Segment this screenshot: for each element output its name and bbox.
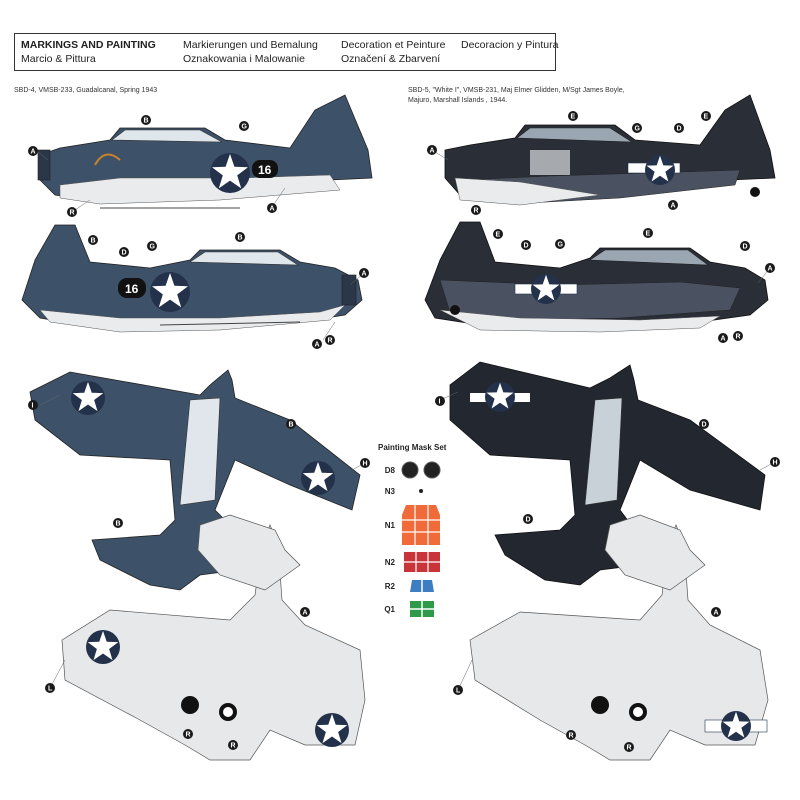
right-plan-lower — [469, 514, 769, 761]
callout-A-10: A — [714, 610, 719, 617]
callouts: A B G R A B D G B A R A I B H B A L R R … — [28, 111, 780, 752]
callout-E: E — [571, 114, 576, 121]
callout-I-2: I — [439, 399, 441, 406]
callout-A-7: A — [671, 203, 676, 210]
callout-D-2: D — [677, 126, 682, 133]
callout-D-6: D — [526, 517, 531, 524]
header-title-fr: Decoration et Peinture — [341, 39, 446, 51]
callout-H: H — [363, 461, 368, 468]
callout-R-2: R — [328, 338, 333, 345]
mask-set-title: Painting Mask Set — [378, 443, 447, 452]
header-title-pl: Oznakowania i Malowanie — [183, 53, 305, 65]
right-side-profile-port — [444, 94, 776, 206]
callout-A-9: A — [721, 336, 726, 343]
callout-G: G — [242, 124, 248, 131]
callout-A-5: A — [303, 610, 308, 617]
callout-A-3: A — [362, 271, 367, 278]
left-profile2-code: 16 — [125, 282, 139, 296]
callout-A-8: A — [768, 266, 773, 273]
callout-R-6: R — [736, 334, 741, 341]
markings-header: MARKINGS AND PAINTING Marcio & Pittura M… — [14, 33, 559, 71]
left-plan-upper — [29, 369, 361, 591]
right-scheme-caption-line1: SBD-5, "White I", VMSB-231, Maj Elmer Gl… — [408, 87, 625, 94]
left-side-profile-port: 16 — [37, 94, 373, 209]
callout-R-4: R — [231, 743, 236, 750]
callout-A-4: A — [315, 342, 320, 349]
callout-A: A — [31, 149, 36, 156]
callout-E-4: E — [646, 231, 651, 238]
callout-B-4: B — [289, 422, 294, 429]
callout-B-5: B — [116, 521, 121, 528]
callout-R-5: R — [474, 208, 479, 215]
callout-R-3: R — [186, 732, 191, 739]
right-scheme-caption-line2: Majuro, Marshall Islands , 1944. — [408, 97, 508, 104]
right-side-profile-starboard — [424, 221, 769, 333]
callout-G-2: G — [150, 244, 156, 251]
callout-R-8: R — [627, 745, 632, 752]
callout-D-4: D — [743, 244, 748, 251]
callout-G-3: G — [635, 126, 641, 133]
left-plan-lower — [61, 514, 366, 761]
mask-label-n3: N3 — [384, 487, 395, 496]
callout-A-2: A — [270, 206, 275, 213]
mask-set-graphics — [401, 461, 441, 617]
callout-B-2: B — [91, 238, 96, 245]
callout-H-2: H — [773, 460, 778, 467]
callout-B-3: B — [238, 235, 243, 242]
callout-D-3: D — [524, 243, 529, 250]
mask-label-d8: D8 — [384, 466, 395, 475]
header-title-en: MARKINGS AND PAINTING — [21, 39, 156, 51]
mask-label-n1: N1 — [384, 521, 395, 530]
callout-R-7: R — [569, 733, 574, 740]
header-title-de: Markierungen und Bemalung — [183, 39, 318, 51]
header-title-it: Marcio & Pittura — [21, 53, 96, 65]
callout-R: R — [70, 210, 75, 217]
callout-E-2: E — [704, 114, 709, 121]
mask-label-n2: N2 — [384, 558, 395, 567]
callout-D: D — [122, 250, 127, 257]
callout-I: I — [32, 403, 34, 410]
callout-L-2: L — [456, 688, 461, 695]
callout-G-4: G — [558, 242, 564, 249]
callout-A-6: A — [430, 148, 435, 155]
left-scheme-caption: SBD-4, VMSB-233, Guadalcanal, Spring 194… — [14, 87, 158, 94]
callout-L: L — [48, 686, 53, 693]
callout-D-5: D — [702, 422, 707, 429]
left-side-profile-starboard: 16 — [21, 224, 363, 333]
mask-label-r2: R2 — [384, 582, 395, 591]
left-profile-code: 16 — [258, 163, 272, 177]
mask-label-q1: Q1 — [384, 605, 395, 614]
callout-B: B — [144, 118, 149, 125]
callout-E-3: E — [496, 232, 501, 239]
header-title-es: Decoracion y Pintura — [461, 39, 559, 51]
header-title-cz: Označení & Zbarvení — [341, 53, 441, 65]
